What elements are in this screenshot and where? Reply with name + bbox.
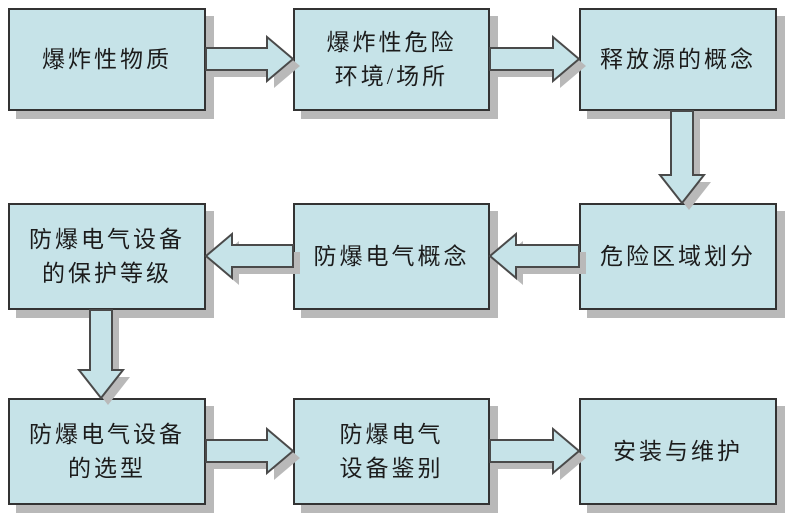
node-label: 防爆电气概念 [313,243,470,269]
node-label: 防爆电气设备 的保护等级 [29,227,185,286]
node-explosive-hazard-environment: 爆炸性危险 环境/场所 [293,8,490,111]
node-equipment-selection: 防爆电气设备 的选型 [8,398,206,505]
node-label: 防爆电气 设备鉴别 [339,422,444,481]
node-installation-maintenance: 安装与维护 [579,398,777,505]
arrow-right-icon [489,34,586,88]
node-label: 爆炸性物质 [42,46,172,72]
node-label: 危险区域划分 [600,243,756,269]
arrow-down-icon [76,309,130,405]
node-label: 防爆电气设备 的选型 [29,422,185,481]
node-label: 安装与维护 [613,438,743,464]
node-label: 释放源的概念 [600,46,756,72]
node-explosion-proof-electrical-concept: 防爆电气概念 [293,203,490,310]
node-label: 爆炸性危险 环境/场所 [326,30,457,89]
node-release-source-concept: 释放源的概念 [579,8,777,111]
arrow-right-icon [489,426,586,480]
arrow-right-icon [205,426,300,480]
arrow-right-icon [205,34,300,88]
node-equipment-identification: 防爆电气 设备鉴别 [293,398,490,505]
node-equipment-protection-level: 防爆电气设备 的保护等级 [8,203,206,310]
arrow-down-icon [657,110,711,210]
node-explosive-substances: 爆炸性物质 [8,8,206,111]
arrow-left-icon [204,231,300,285]
arrow-left-icon [488,231,586,285]
node-hazardous-area-classification: 危险区域划分 [579,203,777,310]
